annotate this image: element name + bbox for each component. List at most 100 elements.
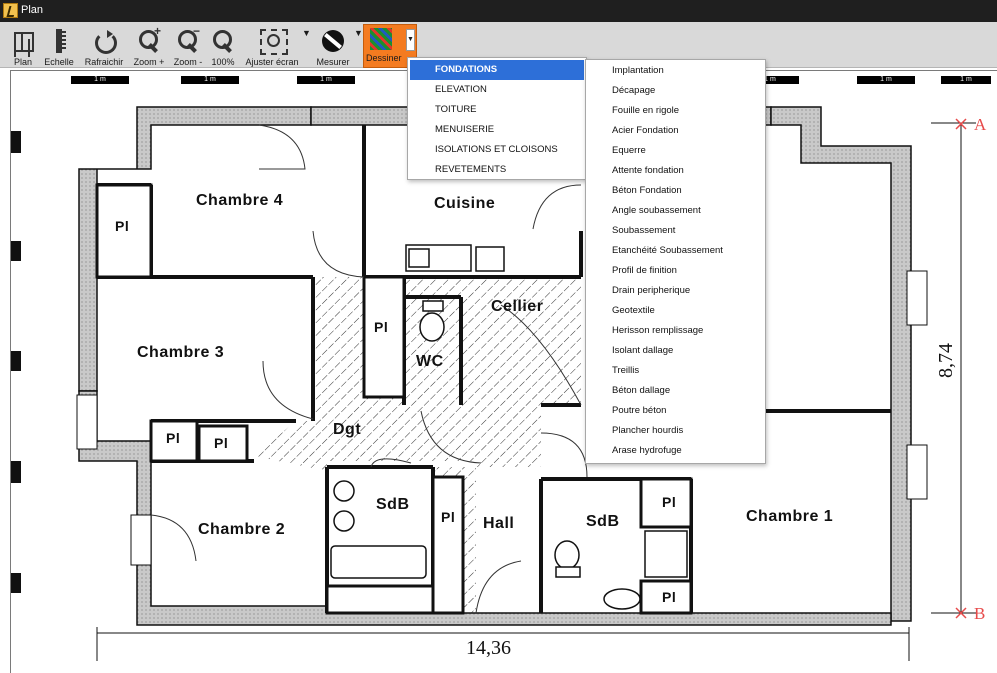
- submenu-item-attente-fondation[interactable]: Attente fondation: [612, 165, 684, 176]
- submenu-item-fouille-en-rigole[interactable]: Fouille en rigole: [612, 105, 680, 116]
- zoom-out-icon: −: [175, 24, 201, 54]
- zoom-100-label: 100%: [211, 57, 235, 67]
- menu-item-toiture[interactable]: TOITURE: [435, 104, 477, 115]
- submenu-item-decapage[interactable]: Décapage: [612, 85, 656, 96]
- submenu-item-isolant-dallage[interactable]: Isolant dallage: [612, 345, 674, 356]
- menu-item-elevation[interactable]: ELEVATION: [435, 84, 487, 95]
- submenu-item-beton-dallage[interactable]: Béton dallage: [612, 385, 671, 396]
- submenu-item-profil-de-finition[interactable]: Profil de finition: [612, 265, 677, 276]
- mesurer-dropdown-arrow[interactable]: ▼: [354, 28, 363, 38]
- room-label-chambre4: Chambre 4: [196, 192, 284, 209]
- dimension-lines: [96, 122, 976, 661]
- room-label-dgt: Dgt: [333, 421, 362, 438]
- zoom-in-label: Zoom +: [133, 57, 165, 67]
- placards: [95, 183, 693, 615]
- dimension-height: 8,74: [935, 343, 957, 378]
- axis-label-b: B: [974, 604, 986, 623]
- app-icon: [3, 3, 18, 18]
- scale-segment: 1 m: [941, 76, 991, 84]
- room-label-sdb-1: SdB: [376, 496, 410, 513]
- magnifier-icon: [210, 28, 236, 54]
- placard-label: Pl: [662, 589, 677, 605]
- submenu-item-arase-hydrofuge[interactable]: Arase hydrofuge: [612, 445, 682, 456]
- placard-label: Pl: [374, 319, 389, 335]
- axis-label-a: A: [974, 115, 987, 134]
- submenu-item-angle-soubassement[interactable]: Angle soubassement: [612, 205, 701, 216]
- fixtures: [330, 244, 688, 610]
- submenu-item-soubassement[interactable]: Soubassement: [612, 225, 676, 236]
- placard-label: Pl: [166, 430, 181, 446]
- submenu-item-plancher-hourdis[interactable]: Plancher hourdis: [612, 425, 684, 436]
- dessiner-label: Dessiner: [366, 53, 402, 63]
- refresh-icon: [91, 28, 117, 54]
- scale-segment: 1 m: [741, 76, 799, 84]
- menu-item-isolations-et-cloisons[interactable]: ISOLATIONS ET CLOISONS: [435, 144, 558, 155]
- submenu-item-beton-fondation[interactable]: Béton Fondation: [612, 185, 682, 196]
- left-ruler: [11, 131, 21, 593]
- submenu-item-geotextile[interactable]: Geotextile: [612, 305, 655, 316]
- fondations-submenu: Implantation Décapage Fouille en rigole …: [585, 59, 766, 464]
- scale-segment: 1 m: [297, 76, 355, 84]
- placard-label: Pl: [441, 509, 456, 525]
- room-label-cuisine: Cuisine: [434, 195, 496, 212]
- rafraichir-button[interactable]: Rafraichir: [80, 28, 128, 68]
- room-label-wc: WC: [416, 353, 444, 370]
- room-label-sdb-2: SdB: [586, 513, 620, 530]
- submenu-item-herisson-remplissage[interactable]: Herisson remplissage: [612, 325, 704, 336]
- ajuster-dropdown-arrow[interactable]: ▼: [302, 28, 311, 38]
- title-bar: Plan: [0, 0, 997, 22]
- menu-item-menuiserie[interactable]: MENUISERIE: [435, 124, 495, 135]
- ajuster-ecran-button[interactable]: Ajuster écran: [241, 28, 303, 68]
- measure-icon: [320, 28, 346, 54]
- windows: [76, 270, 928, 566]
- placard-label: Pl: [214, 435, 229, 451]
- minus-sign: −: [193, 24, 201, 38]
- outer-wall-ne: [770, 106, 912, 622]
- submenu-item-poutre-beton[interactable]: Poutre béton: [612, 405, 667, 416]
- zoom-out-button[interactable]: − Zoom -: [170, 24, 206, 68]
- submenu-item-treillis[interactable]: Treillis: [612, 365, 640, 376]
- plan-button[interactable]: Plan: [9, 28, 37, 68]
- submenu-item-equerre[interactable]: Equerre: [612, 145, 646, 156]
- floor-plan-drawing: [11, 106, 976, 661]
- ajuster-label: Ajuster écran: [245, 57, 299, 67]
- room-label-chambre3: Chambre 3: [137, 344, 225, 361]
- placard-label: Pl: [662, 494, 677, 510]
- menu-item-revetements[interactable]: REVETEMENTS: [435, 164, 507, 175]
- axis-markers: [955, 118, 967, 619]
- zoom-out-label: Zoom -: [173, 57, 203, 67]
- submenu-item-acier-fondation[interactable]: Acier Fondation: [612, 125, 679, 136]
- submenu-item-drain-peripherique[interactable]: Drain peripherique: [612, 285, 691, 296]
- dessiner-dropdown-arrow[interactable]: ▼: [406, 29, 415, 51]
- echelle-button[interactable]: Echelle: [41, 28, 77, 68]
- submenu-item-implantation[interactable]: Implantation: [612, 65, 664, 76]
- door-swings: [150, 124, 588, 614]
- echelle-label: Echelle: [44, 57, 74, 67]
- plan-label: Plan: [13, 57, 32, 67]
- hatched-circulation: [254, 277, 581, 613]
- room-label-hall: Hall: [483, 515, 515, 532]
- dessiner-button[interactable]: Dessiner ▼: [363, 24, 417, 68]
- placard-label: Pl: [115, 218, 130, 234]
- ruler-icon: [46, 28, 72, 54]
- room-label-cellier: Cellier: [491, 298, 544, 315]
- scale-segment: 1 m: [71, 76, 129, 84]
- zoom-in-button[interactable]: + Zoom +: [130, 24, 168, 68]
- scale-segment: 1 m: [181, 76, 239, 84]
- fit-screen-icon: [259, 28, 288, 55]
- window-title: Plan: [21, 4, 44, 16]
- room-label-chambre1: Chambre 1: [746, 508, 834, 525]
- mesurer-label: Mesurer: [316, 57, 350, 67]
- zoom-100-button[interactable]: 100%: [208, 28, 238, 68]
- menu-item-fondations[interactable]: FONDATIONS: [410, 60, 584, 80]
- plus-sign: +: [154, 24, 162, 38]
- rafraichir-label: Rafraichir: [84, 57, 124, 67]
- dessiner-menu: FONDATIONS ELEVATION TOITURE MENUISERIE …: [407, 57, 587, 180]
- scale-segment: 1 m: [857, 76, 915, 84]
- room-label-chambre2: Chambre 2: [198, 521, 286, 538]
- submenu-item-etancheite-soubassement[interactable]: Etanchéité Soubassement: [612, 245, 723, 256]
- grid-icon: [10, 28, 36, 54]
- zoom-in-icon: +: [136, 24, 162, 54]
- mesurer-button[interactable]: Mesurer: [313, 28, 353, 68]
- dimension-width: 14,36: [466, 637, 511, 659]
